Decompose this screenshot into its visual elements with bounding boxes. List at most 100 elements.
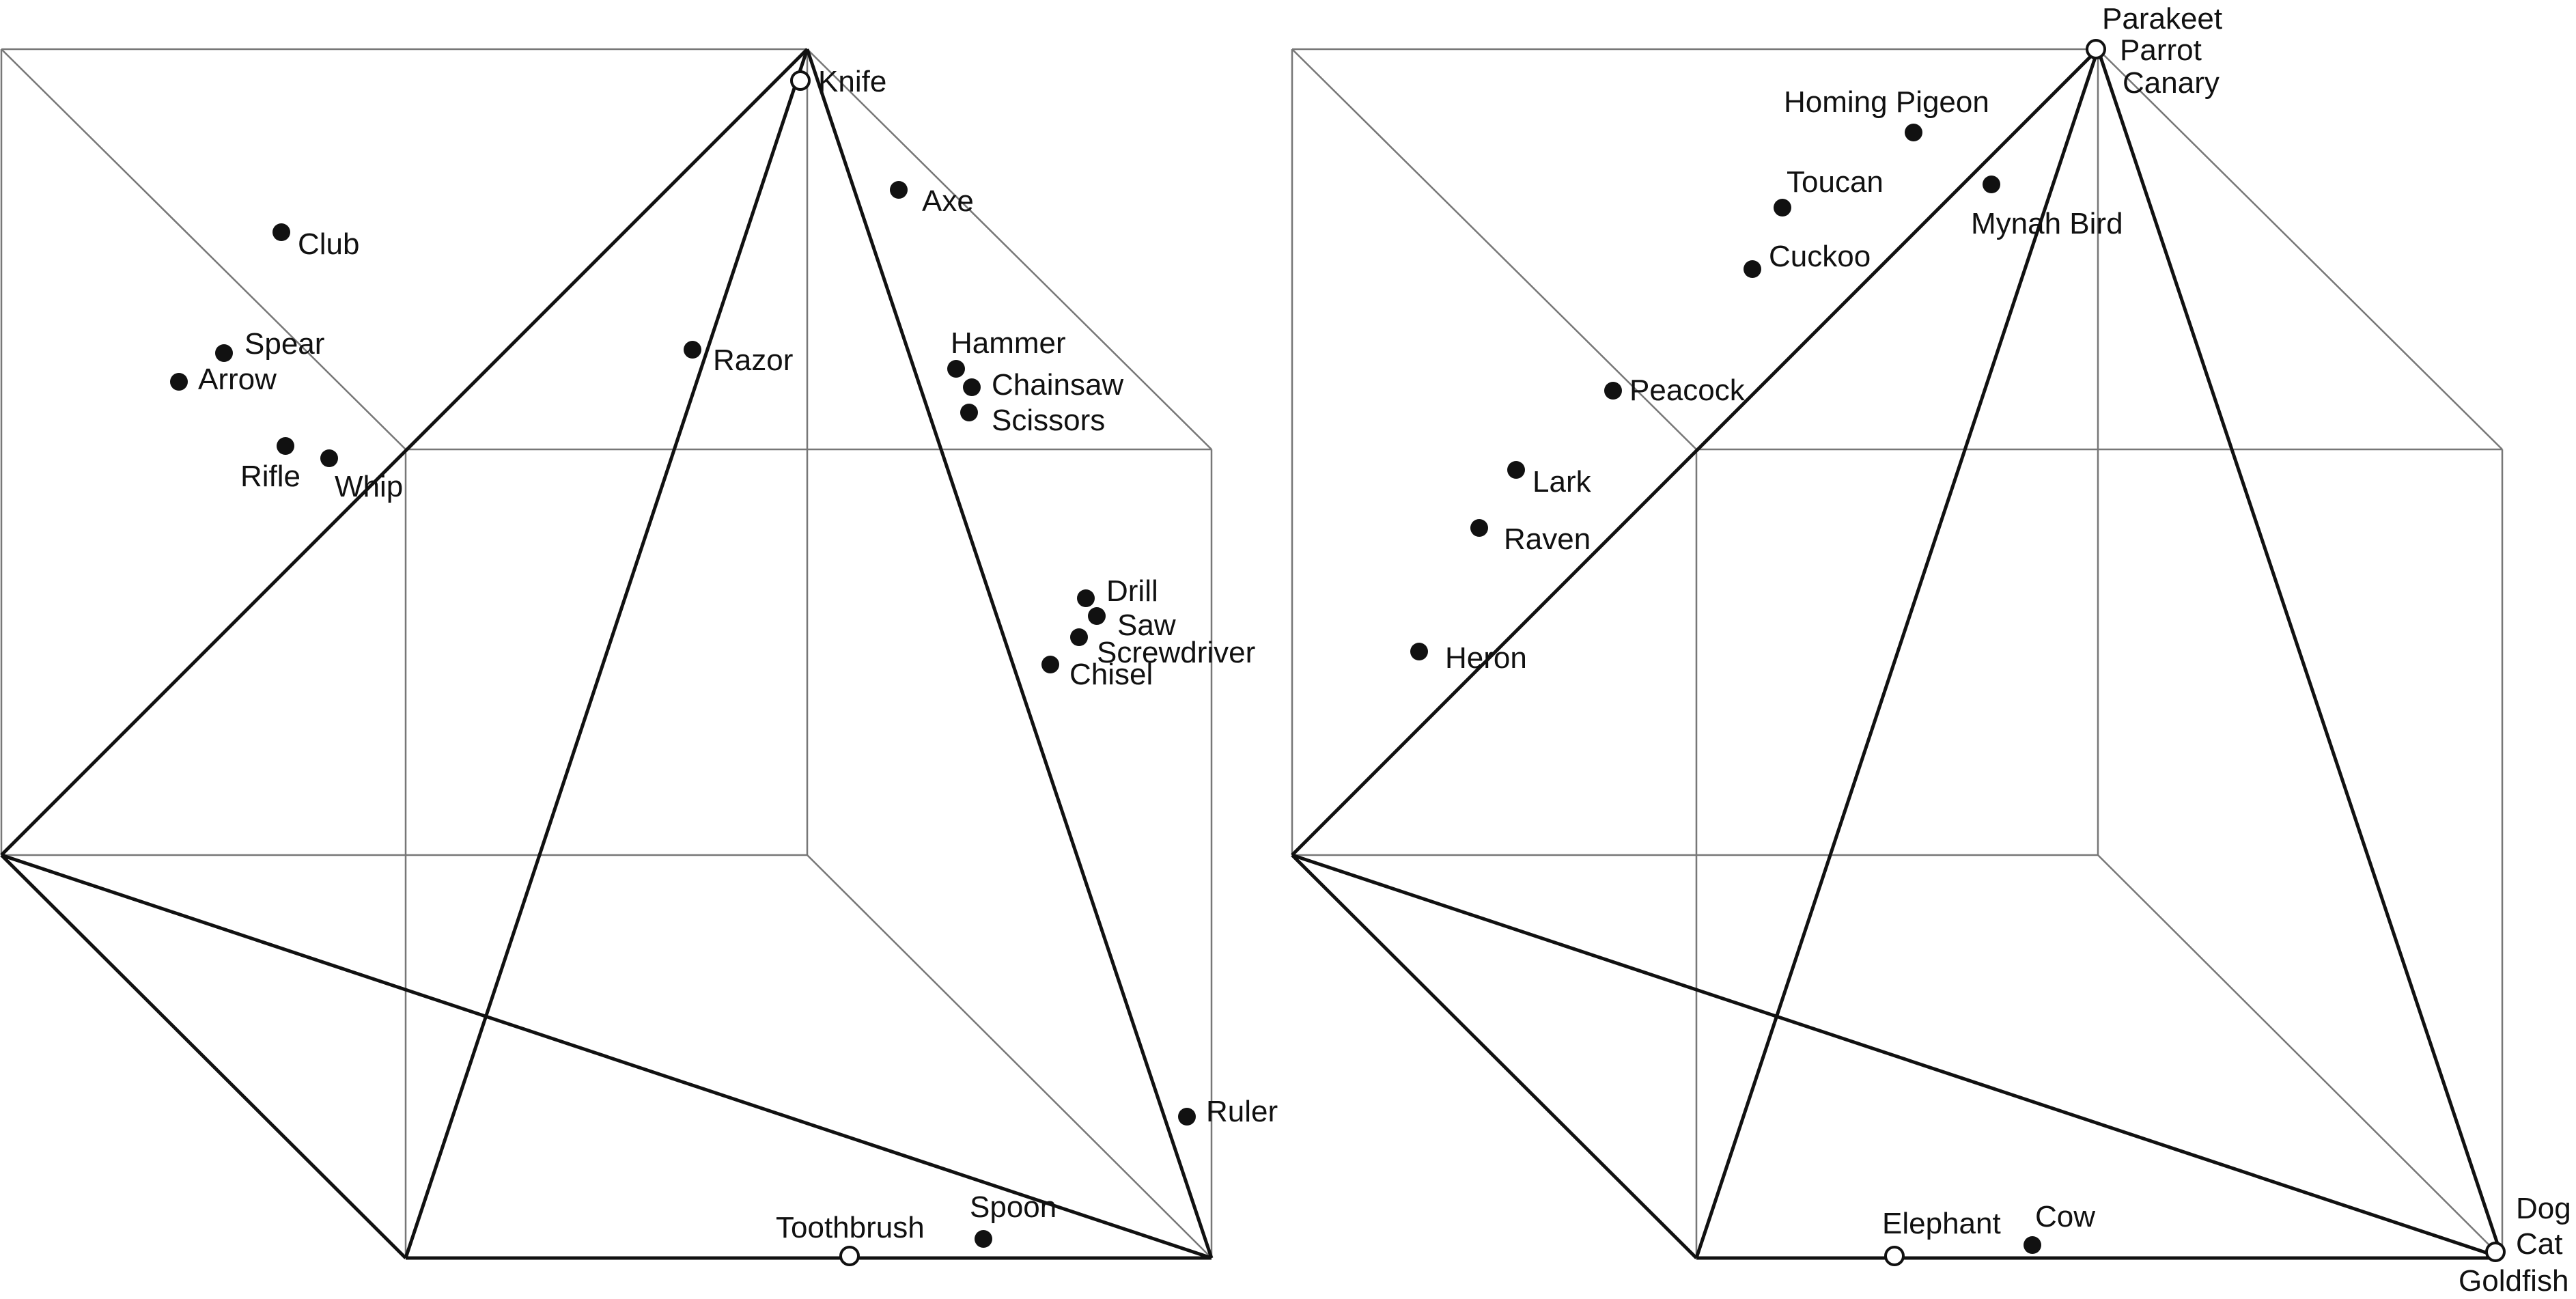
item-label: Peacock <box>1629 374 1746 407</box>
tools-weapons-diagram: Knife Toothbrush Club Spear Arrow Rifle … <box>0 48 1278 1266</box>
item-label: Raven <box>1504 522 1591 556</box>
item-rifle: Rifle <box>240 437 300 493</box>
anchor-marker <box>1884 1246 1905 1266</box>
item-dot <box>272 223 290 241</box>
item-dot <box>170 373 188 391</box>
item-dot <box>684 341 701 359</box>
anchor-label: Knife <box>818 65 886 98</box>
animals-tetrahedron <box>1291 48 2504 1260</box>
item-label: Heron <box>1445 641 1527 675</box>
item-dot <box>1410 643 1428 660</box>
anchor-label: Goldfish <box>2459 1264 2568 1298</box>
item-cow: Cow <box>2024 1200 2095 1254</box>
item-label: Cow <box>2035 1200 2095 1233</box>
item-label: Club <box>298 227 360 261</box>
item-label: Hammer <box>951 326 1066 360</box>
item-label: Arrow <box>198 363 277 396</box>
item-dot <box>1983 176 2000 193</box>
item-chainsaw: Chainsaw <box>963 368 1123 402</box>
item-dot <box>215 344 233 362</box>
item-homing-pigeon: Homing Pigeon <box>1784 85 1989 141</box>
item-dot <box>1178 1108 1196 1126</box>
item-drill: Drill <box>1077 574 1158 608</box>
item-hammer: Hammer <box>947 326 1066 378</box>
anchor-label: Cat <box>2516 1227 2562 1261</box>
item-raven: Raven <box>1470 519 1591 556</box>
item-label: Chisel <box>1069 658 1153 691</box>
item-axe: Axe <box>890 181 974 218</box>
anchor-marker <box>2485 1242 2506 1262</box>
item-dot <box>1470 519 1488 537</box>
anchor-label: Toothbrush <box>776 1211 925 1244</box>
item-label: Ruler <box>1206 1095 1278 1128</box>
item-label: Mynah Bird <box>1971 207 2123 240</box>
item-dot <box>1070 628 1088 646</box>
item-label: Scissors <box>992 404 1105 437</box>
item-scissors: Scissors <box>960 404 1105 437</box>
anchor-label: Dog <box>2516 1192 2571 1225</box>
item-dot <box>1774 199 1791 216</box>
anchor-dog-cat-goldfish: Dog Cat Goldfish <box>2459 1192 2571 1298</box>
anchor-marker <box>2086 39 2106 59</box>
item-dot <box>320 449 338 467</box>
item-dot <box>947 360 965 378</box>
item-label: Drill <box>1106 574 1158 608</box>
item-spear: Spear <box>215 327 324 362</box>
item-dot <box>1604 382 1622 400</box>
item-label: Toucan <box>1787 165 1884 199</box>
item-ruler: Ruler <box>1178 1095 1278 1128</box>
item-lark: Lark <box>1507 461 1592 499</box>
item-dot <box>1744 260 1761 278</box>
anchor-label: Canary <box>2123 66 2220 100</box>
item-dot <box>975 1230 992 1248</box>
item-label: Spear <box>244 327 324 361</box>
item-dot <box>1507 461 1525 479</box>
anchor-label: Elephant <box>1882 1207 2001 1240</box>
tools-tetrahedron <box>0 48 1214 1260</box>
anchor-marker <box>790 70 811 91</box>
item-dot <box>1088 607 1106 625</box>
tools-cube-wireframe <box>0 48 1213 1259</box>
item-peacock: Peacock <box>1604 374 1746 407</box>
item-whip: Whip <box>320 449 403 503</box>
item-arrow: Arrow <box>170 363 277 396</box>
item-label: Lark <box>1532 465 1592 499</box>
item-label: Rifle <box>240 460 300 493</box>
anchor-elephant: Elephant <box>1882 1207 2001 1266</box>
item-dot <box>963 378 981 396</box>
item-toucan: Toucan <box>1774 165 1884 216</box>
item-spoon: Spoon <box>970 1190 1056 1248</box>
item-label: Axe <box>922 184 974 218</box>
item-dot <box>960 404 978 421</box>
item-dot <box>1077 589 1095 607</box>
item-label: Homing Pigeon <box>1784 85 1989 119</box>
item-dot <box>1905 124 1922 141</box>
item-label: Whip <box>335 470 403 503</box>
item-razor: Razor <box>684 341 793 377</box>
anchor-toothbrush: Toothbrush <box>776 1211 925 1266</box>
item-dot <box>890 181 908 199</box>
anchor-knife: Knife <box>790 65 886 98</box>
anchor-parakeet-parrot-canary: Parakeet Parrot Canary <box>2086 2 2222 100</box>
item-heron: Heron <box>1410 641 1527 675</box>
animals-diagram: Parakeet Parrot Canary Elephant Dog Cat … <box>1291 2 2571 1298</box>
item-dot <box>277 437 294 455</box>
item-mynah-bird: Mynah Bird <box>1971 176 2123 240</box>
item-label: Cuckoo <box>1769 240 1871 273</box>
anchor-label: Parrot <box>2120 33 2202 67</box>
item-cuckoo: Cuckoo <box>1744 240 1871 278</box>
item-label: Chainsaw <box>992 368 1123 402</box>
item-club: Club <box>272 223 360 261</box>
animals-cube-wireframe <box>1291 48 2504 1259</box>
anchor-marker <box>839 1246 860 1266</box>
item-label: Saw <box>1117 609 1176 642</box>
item-label: Razor <box>713 344 793 377</box>
item-chisel: Chisel <box>1041 656 1153 691</box>
item-dot <box>1041 656 1059 673</box>
item-label: Spoon <box>970 1190 1056 1224</box>
item-screwdriver: Screwdriver <box>1070 628 1255 669</box>
item-saw: Saw <box>1088 607 1176 642</box>
item-dot <box>2024 1236 2041 1254</box>
